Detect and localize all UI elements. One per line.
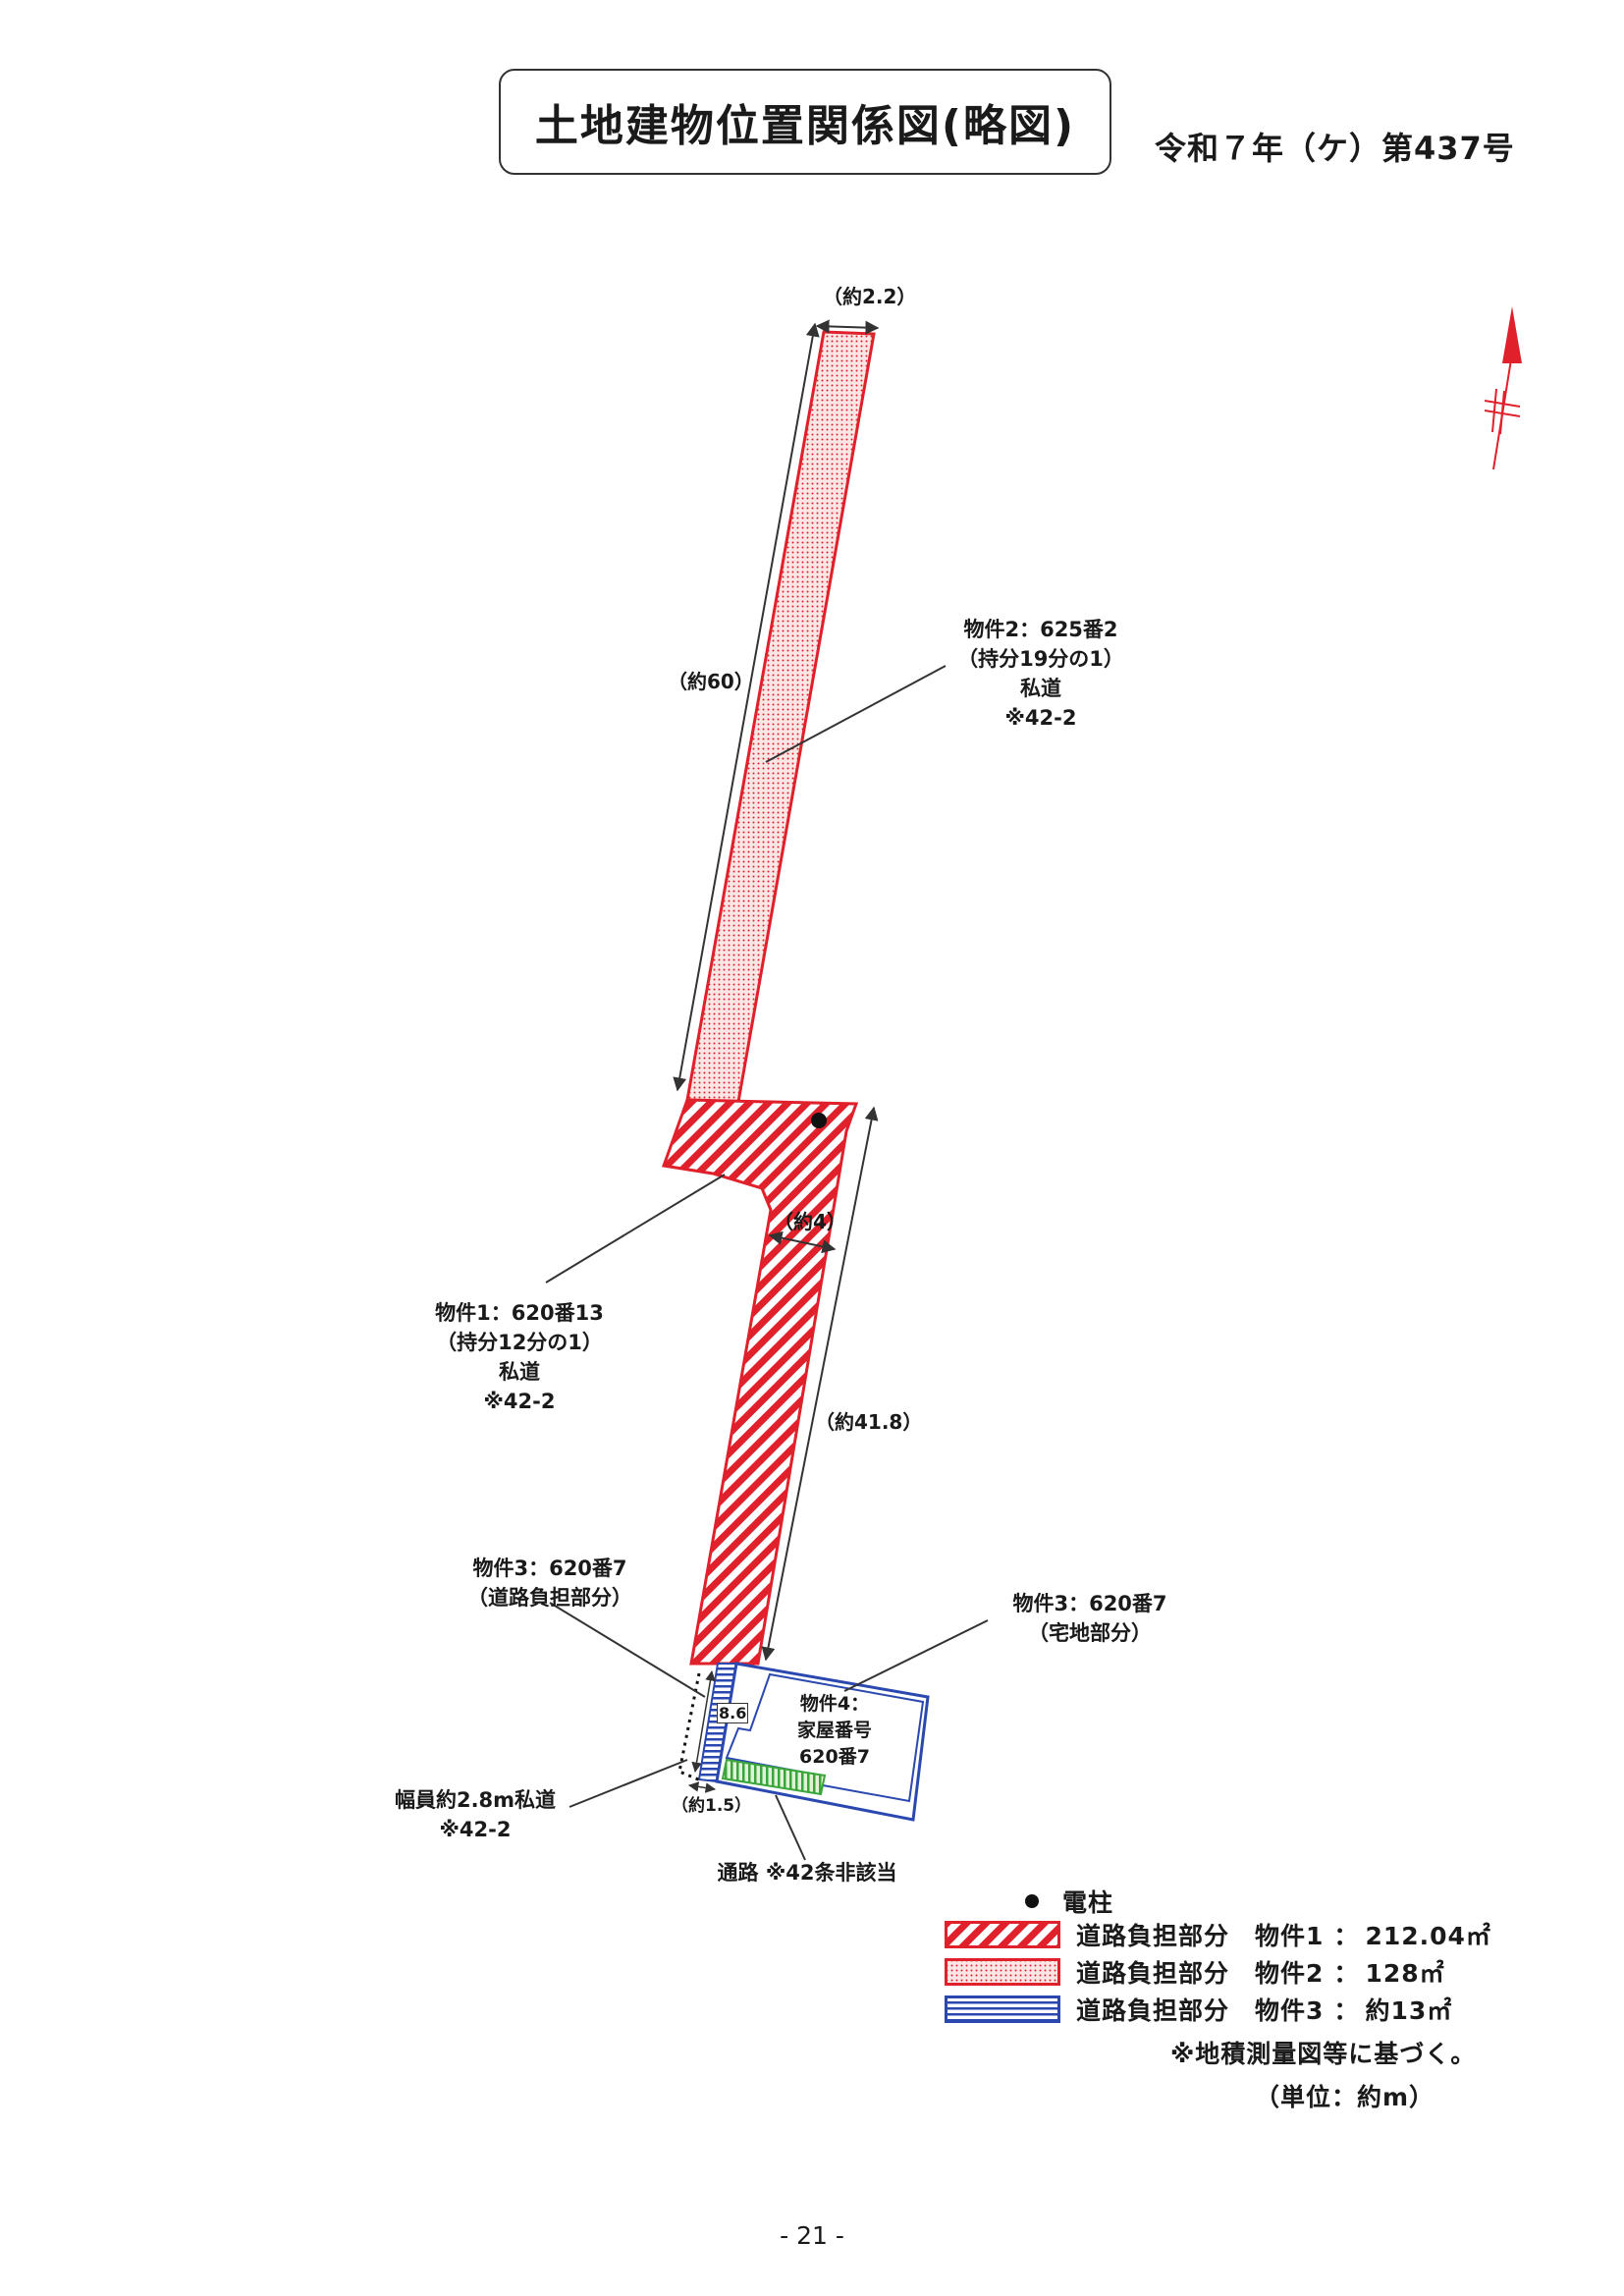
pole-icon (1025, 1894, 1039, 1908)
case-number: 令和７年（ケ）第437号 (1155, 130, 1515, 167)
dim-length-upper: （約60） (668, 670, 754, 693)
legend-note: ※地積測量図等に基づく。 (1170, 2040, 1477, 2068)
legend-swatch-hatch (945, 1921, 1060, 1948)
dim-length-lower: （約41.8） (815, 1410, 923, 1434)
dim-small-len: 8.6 (717, 1703, 749, 1723)
label-private-road: 幅員約2.8m私道 ※42-2 (394, 1788, 557, 1841)
leader-property3-land (843, 1619, 989, 1692)
label-passage: 通路 ※42条非該当 (717, 1861, 897, 1885)
property2-strip (685, 330, 876, 1104)
label-property2: 物件2：625番2 （持分19分の1） 私道 ※42-2 (957, 618, 1124, 730)
dim-small-width: （約1.5） (672, 1796, 752, 1816)
page-title: 土地建物位置関係図(略図) (499, 69, 1111, 175)
dim-line-small-width (687, 1781, 717, 1793)
dim-line-length-upper (673, 322, 820, 1092)
passage-strip (721, 1758, 827, 1796)
utility-pole (811, 1113, 827, 1128)
label-property4: 物件4： 家屋番号 620番7 (796, 1693, 872, 1768)
legend-row-2: 道路負担部分 物件2 ： 128㎡ (945, 1956, 1445, 1988)
legend-row-3: 道路負担部分 物件3 ： 約13㎡ (945, 1994, 1452, 2025)
leader-property1 (545, 1174, 726, 1284)
label-property3-road: 物件3：620番7 （道路負担部分） (467, 1557, 632, 1610)
legend-unit: （単位：約m） (1255, 2083, 1435, 2111)
label-property1: 物件1：620番13 （持分12分の1） 私道 ※42-2 (435, 1301, 604, 1413)
leader-private-road (568, 1759, 688, 1808)
dim-width-top: （約2.2） (823, 285, 917, 308)
dim-line-width-top (815, 319, 880, 335)
dim-width-mid: （約4） (774, 1210, 846, 1233)
leader-property2 (765, 665, 947, 763)
property1-strip (661, 1098, 859, 1666)
dim-line-length-lower (761, 1106, 879, 1662)
property3-land (715, 1662, 930, 1822)
leader-passage (775, 1794, 806, 1861)
north-arrow-icon (1484, 306, 1522, 470)
dim-line-small-len (691, 1669, 716, 1774)
legend-pole: 電柱 (945, 1886, 1113, 1917)
legend-swatch-lines (945, 1995, 1060, 2023)
page-number: - 21 - (780, 2221, 844, 2250)
legend-swatch-dots (945, 1958, 1060, 1986)
label-property3-land: 物件3：620番7 （宅地部分） (1012, 1592, 1167, 1645)
legend-row-1: 道路負担部分 物件1 ： 212.04㎡ (945, 1919, 1491, 1950)
leader-property3-road (549, 1602, 706, 1698)
